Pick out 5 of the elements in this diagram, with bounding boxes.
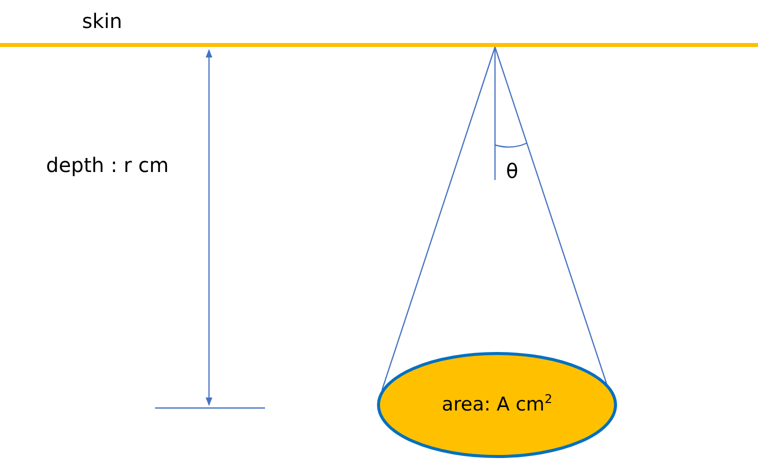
angle-label: θ <box>506 160 518 182</box>
area-label: area: A cm$^{2}$ <box>442 392 552 418</box>
depth-label: depth : r cm <box>46 154 169 176</box>
area-ellipse <box>377 352 617 458</box>
skin-label: skin <box>82 10 122 32</box>
